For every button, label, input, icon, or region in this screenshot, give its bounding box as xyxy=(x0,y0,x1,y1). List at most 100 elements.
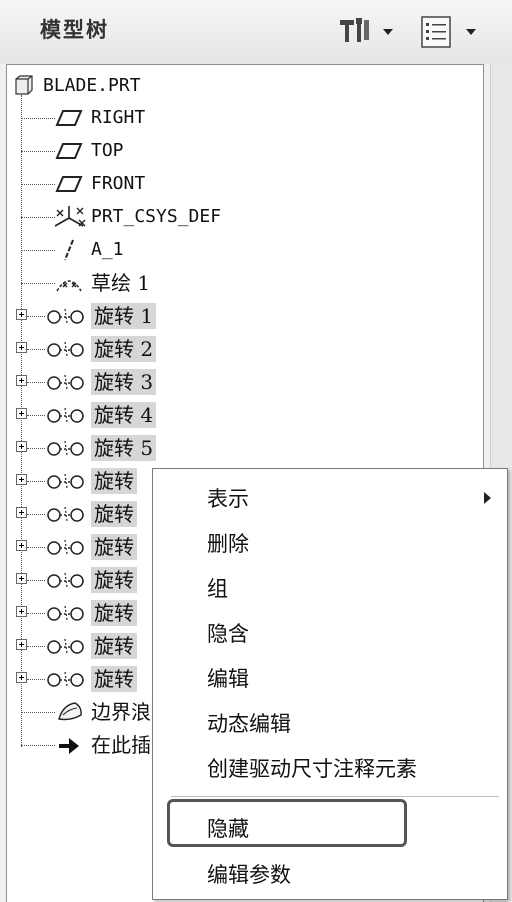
datum-plane-icon xyxy=(55,176,83,192)
tree-item-revolve-10[interactable]: 旋转 xyxy=(7,598,487,628)
tree-item-revolve-9[interactable]: 旋转 xyxy=(7,565,487,595)
tree-item-label: FRONT xyxy=(91,173,146,194)
menu-item-delete[interactable]: 删除 xyxy=(153,520,507,560)
tree-item-label: 旋转 3 xyxy=(91,369,157,395)
tree-item-boundary-blend[interactable]: 边界浪 xyxy=(7,697,487,727)
menu-item-dynamic-edit[interactable]: 动态编辑 xyxy=(153,700,507,740)
revolve-icon xyxy=(47,539,84,555)
expand-toggle[interactable] xyxy=(16,540,27,551)
tree-item-label: 旋转 2 xyxy=(91,336,157,362)
revolve-icon xyxy=(47,506,84,522)
tree-item-label: 旋转 xyxy=(91,534,137,560)
tree-item-insert-here[interactable]: 在此插 xyxy=(7,730,487,760)
menu-item-group[interactable]: 组 xyxy=(153,565,507,605)
tree-item-revolve-2[interactable]: 旋转 2 xyxy=(7,334,487,364)
revolve-icon xyxy=(47,605,84,621)
panel-title: 模型树 xyxy=(40,18,109,42)
tree-item-front[interactable]: FRONT xyxy=(7,169,487,199)
tree-item-csys[interactable]: PRT_CSYS_DEF xyxy=(7,202,487,232)
expand-toggle[interactable] xyxy=(16,507,27,518)
tree-item-revolve-1[interactable]: 旋转 1 xyxy=(7,301,487,331)
datum-plane-icon xyxy=(55,143,83,159)
tree-item-label: 旋转 xyxy=(91,666,137,692)
menu-item-edit-parameters[interactable]: 编辑参数 xyxy=(153,851,507,891)
revolve-icon xyxy=(47,473,84,489)
expand-toggle[interactable] xyxy=(16,672,27,683)
tree-item-revolve-7[interactable]: 旋转 xyxy=(7,499,487,529)
revolve-icon xyxy=(47,638,84,654)
tree-item-label: 旋转 xyxy=(91,501,137,527)
expand-toggle[interactable] xyxy=(16,573,27,584)
revolve-icon xyxy=(47,341,84,357)
tree-item-label: 旋转 xyxy=(91,468,137,494)
tree-item-label: 旋转 xyxy=(91,633,137,659)
expand-toggle[interactable] xyxy=(16,375,27,386)
revolve-icon xyxy=(47,374,84,390)
boundary-blend-icon xyxy=(58,702,82,721)
highlight-frame xyxy=(167,799,407,847)
menu-item-label: 隐含 xyxy=(207,622,249,646)
menu-item-suppress[interactable]: 隐含 xyxy=(153,610,507,650)
revolve-icon xyxy=(47,440,84,456)
part-icon xyxy=(15,75,33,95)
tree-item-revolve-5[interactable]: 旋转 5 xyxy=(7,433,487,463)
tree-item-revolve-4[interactable]: 旋转 4 xyxy=(7,400,487,430)
tree-item-label: 旋转 xyxy=(91,567,137,593)
tree-root-item[interactable]: BLADE.PRT xyxy=(7,71,487,101)
insert-here-arrow-icon xyxy=(59,738,79,754)
menu-item-label: 隐藏 xyxy=(207,817,249,841)
tree-item-label: 旋转 xyxy=(91,600,137,626)
context-menu: 表示 删除 组 隐含 编辑 动态编辑 创建驱动尺寸注释元素 隐藏 编辑参数 xyxy=(152,468,508,900)
tree-item-label: 边界浪 xyxy=(91,700,151,724)
menu-item-label: 动态编辑 xyxy=(207,712,291,736)
tree-item-label: 草绘 1 xyxy=(91,271,151,295)
tree-item-revolve-11[interactable]: 旋转 xyxy=(7,631,487,661)
tree-item-revolve-12[interactable]: 旋转 xyxy=(7,664,487,694)
revolve-icon xyxy=(47,671,84,687)
tree-item-label: 旋转 1 xyxy=(91,303,157,329)
tree-item-axis[interactable]: A_1 xyxy=(7,235,487,265)
tree-item-label: A_1 xyxy=(91,239,124,260)
tree-item-label: TOP xyxy=(91,140,124,161)
tree-item-revolve-3[interactable]: 旋转 3 xyxy=(7,367,487,397)
tree-item-label: 旋转 4 xyxy=(91,402,157,428)
expand-toggle[interactable] xyxy=(16,639,27,650)
tree-connector-line xyxy=(21,95,22,747)
tree-item-right[interactable]: RIGHT xyxy=(7,103,487,133)
model-tree-header: 模型树 xyxy=(0,0,512,64)
revolve-icon xyxy=(47,572,84,588)
tools-icon xyxy=(340,18,393,42)
menu-item-edit[interactable]: 编辑 xyxy=(153,655,507,695)
menu-item-create-driving-dimension[interactable]: 创建驱动尺寸注释元素 xyxy=(153,745,507,785)
expand-toggle[interactable] xyxy=(16,408,27,419)
datum-axis-icon xyxy=(64,239,74,261)
show-menu-button[interactable] xyxy=(420,14,484,48)
menu-item-label: 表示 xyxy=(207,487,249,511)
tree-item-label: 在此插 xyxy=(91,733,151,757)
menu-item-label: 编辑 xyxy=(207,667,249,691)
submenu-arrow-icon xyxy=(484,492,491,504)
menu-item-label: 创建驱动尺寸注释元素 xyxy=(207,757,417,781)
tree-item-label: PRT_CSYS_DEF xyxy=(91,206,222,227)
coordinate-system-icon xyxy=(54,206,86,227)
list-icon xyxy=(421,16,476,48)
revolve-icon xyxy=(47,407,84,423)
expand-toggle[interactable] xyxy=(16,309,27,320)
expand-toggle[interactable] xyxy=(16,606,27,617)
menu-item-label: 删除 xyxy=(207,532,249,556)
tree-root-label: BLADE.PRT xyxy=(43,75,141,96)
tree-item-sketch[interactable]: 草绘 1 xyxy=(7,268,487,298)
menu-item-label: 组 xyxy=(207,577,228,601)
expand-toggle[interactable] xyxy=(16,474,27,485)
tree-item-revolve-6[interactable]: 旋转 xyxy=(7,466,487,496)
expand-toggle[interactable] xyxy=(16,441,27,452)
sketch-icon xyxy=(56,280,82,292)
menu-item-represent[interactable]: 表示 xyxy=(153,475,507,515)
tree-item-top[interactable]: TOP xyxy=(7,136,487,166)
datum-plane-icon xyxy=(55,110,83,126)
menu-item-hide[interactable]: 隐藏 xyxy=(153,805,507,845)
settings-menu-button[interactable] xyxy=(338,14,398,48)
expand-toggle[interactable] xyxy=(16,342,27,353)
tree-item-revolve-8[interactable]: 旋转 xyxy=(7,532,487,562)
menu-separator xyxy=(171,796,499,797)
